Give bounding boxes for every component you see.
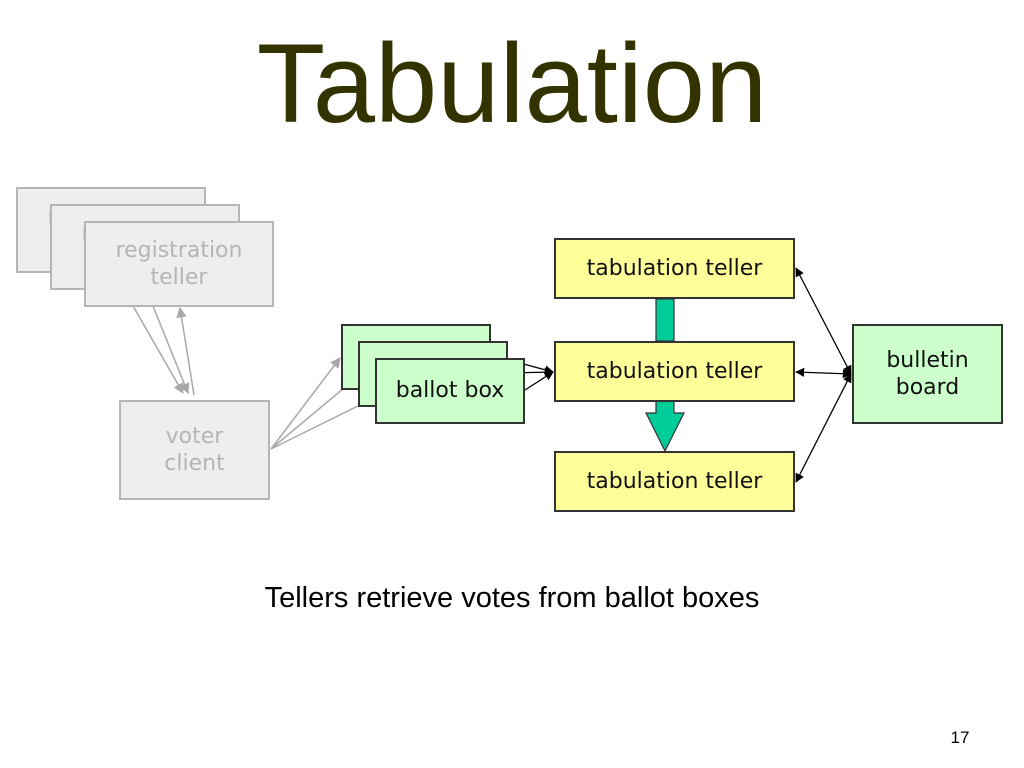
ballot-box: ballot box (375, 358, 525, 424)
page-number: 17 (950, 728, 970, 747)
tabulation-teller-top: tabulation teller (554, 238, 795, 299)
connector-registration-to-voter (132, 305, 184, 394)
connector-teller-bulletin (795, 373, 852, 483)
connector-voter-to-ballot-box (270, 357, 341, 450)
tabulation-teller-label: tabulation teller (586, 468, 763, 494)
connector-voter-to-registration (176, 306, 195, 396)
connector-teller-bulletin (795, 267, 852, 375)
bulletin-board-box: bulletin board (852, 324, 1003, 424)
tabulation-teller-bottom: tabulation teller (554, 451, 795, 512)
connector-registration-to-voter (152, 305, 190, 394)
teller-link-bar (655, 298, 675, 342)
teller-down-arrow (645, 400, 685, 453)
slide-caption: Tellers retrieve votes from ballot boxes (264, 582, 760, 614)
bulletin-board-label: bulletin board (886, 347, 969, 401)
tabulation-teller-middle: tabulation teller (554, 341, 795, 402)
connector-voter-to-ballot-box (270, 397, 375, 450)
connector-ballot-box-to-teller (524, 371, 554, 391)
registration-teller-label: registration teller (115, 237, 243, 291)
ballot-box-label: ballot box (395, 378, 505, 404)
voter-client-label: voter client (164, 423, 225, 477)
voter-client-box: voter client (119, 400, 270, 500)
tabulation-teller-label: tabulation teller (586, 255, 763, 281)
tabulation-teller-label: tabulation teller (586, 358, 763, 384)
slide-title: Tabulation (256, 21, 768, 146)
connector-teller-bulletin (795, 367, 852, 379)
registration-teller-box: registration teller (84, 221, 274, 307)
